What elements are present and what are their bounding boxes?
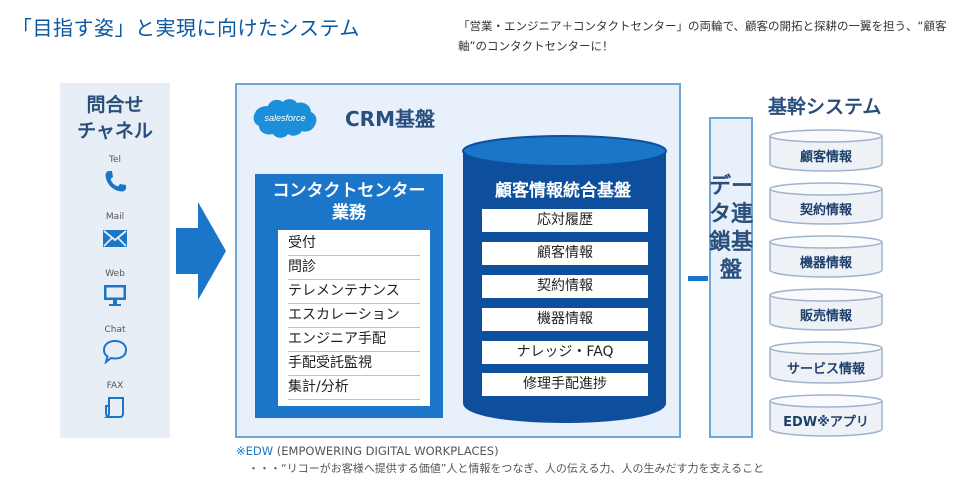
- integration-box: [709, 117, 753, 438]
- core-system-cylinder: [769, 129, 883, 172]
- core-system-cylinder: [769, 235, 883, 278]
- connector-line: [688, 276, 708, 281]
- list-item: エンジニア手配: [288, 328, 420, 352]
- crm-title: CRM基盤: [345, 107, 435, 131]
- channel-fax: FAX: [60, 381, 170, 420]
- core-systems-title: 基幹システム: [768, 96, 882, 118]
- page-subtitle: 「営業・エンジニア＋コンタクトセンター」の両輪で、顧客の開拓と探耕の一翼を担う、…: [458, 19, 947, 53]
- list-item: 修理手配進捗: [482, 373, 648, 396]
- salesforce-logo: salesforce: [253, 99, 317, 138]
- flow-arrow-icon: [176, 202, 226, 300]
- channel-tel: Tel: [60, 155, 170, 194]
- customer-db-title: 顧客情報統合基盤: [495, 181, 631, 201]
- list-item: エスカレーション: [288, 304, 420, 328]
- list-item: 問診: [288, 256, 420, 280]
- list-item: 集計/分析: [288, 376, 420, 400]
- phone-icon: [105, 171, 126, 192]
- core-system-cylinder: [769, 394, 883, 437]
- core-system-label: EDW※アプリ: [783, 415, 869, 430]
- channel-web-label: Web: [105, 269, 125, 279]
- list-item: ナレッジ・FAQ: [482, 341, 648, 364]
- core-system-cylinder: [769, 288, 883, 331]
- channel-mail-label: Mail: [105, 212, 125, 222]
- list-item: 契約情報: [482, 275, 648, 298]
- monitor-icon: [104, 285, 126, 306]
- fax-icon: [103, 397, 124, 418]
- list-item: 顧客情報: [482, 242, 648, 265]
- list-item: 応対履歴: [482, 209, 648, 232]
- chat-icon: [102, 339, 128, 364]
- footnote-description: ・・・“リコーがお客様へ提供する価値”人と情報をつなぎ、人の伝える力、人の生みだ…: [248, 462, 765, 475]
- footnote-mark: ※EDW: [236, 444, 274, 458]
- list-item: テレメンテナンス: [288, 280, 420, 304]
- footnote-line1: ※EDW (EMPOWERING DIGITAL WORKPLACES): [236, 444, 499, 458]
- core-system-label: サービス情報: [786, 362, 865, 377]
- channel-web: Web: [60, 269, 170, 308]
- contact-center-list: 受付 問診 テレメンテナンス エスカレーション エンジニア手配 手配受託監視 集…: [278, 230, 430, 406]
- page-title: 「目指す姿」と実現に向けたシステム: [12, 16, 360, 40]
- channel-chat: Chat: [60, 325, 170, 364]
- footnote-expansion: (EMPOWERING DIGITAL WORKPLACES): [276, 444, 499, 458]
- list-item: 機器情報: [482, 308, 648, 331]
- channel-tel-label: Tel: [108, 155, 121, 165]
- contact-center-title: コンタクトセンター 業務: [272, 181, 426, 223]
- core-system-cylinder: [769, 341, 883, 384]
- channel-panel: [60, 83, 170, 438]
- core-system-cylinder: [769, 182, 883, 225]
- channel-fax-label: FAX: [106, 381, 124, 391]
- integration-label: データ連鎖基盤: [709, 174, 754, 283]
- salesforce-logo-text: salesforce: [264, 113, 305, 123]
- core-system-label: 顧客情報: [799, 150, 852, 165]
- channel-mail: Mail: [60, 212, 170, 251]
- channel-title: 問合せ チャネル: [77, 94, 153, 142]
- list-item: 手配受託監視: [288, 352, 420, 376]
- channel-chat-label: Chat: [104, 325, 126, 335]
- mail-icon: [103, 230, 127, 247]
- list-item: 受付: [288, 232, 420, 256]
- core-system-label: 契約情報: [799, 203, 852, 218]
- core-system-label: 機器情報: [799, 256, 852, 271]
- core-system-label: 販売情報: [799, 309, 852, 324]
